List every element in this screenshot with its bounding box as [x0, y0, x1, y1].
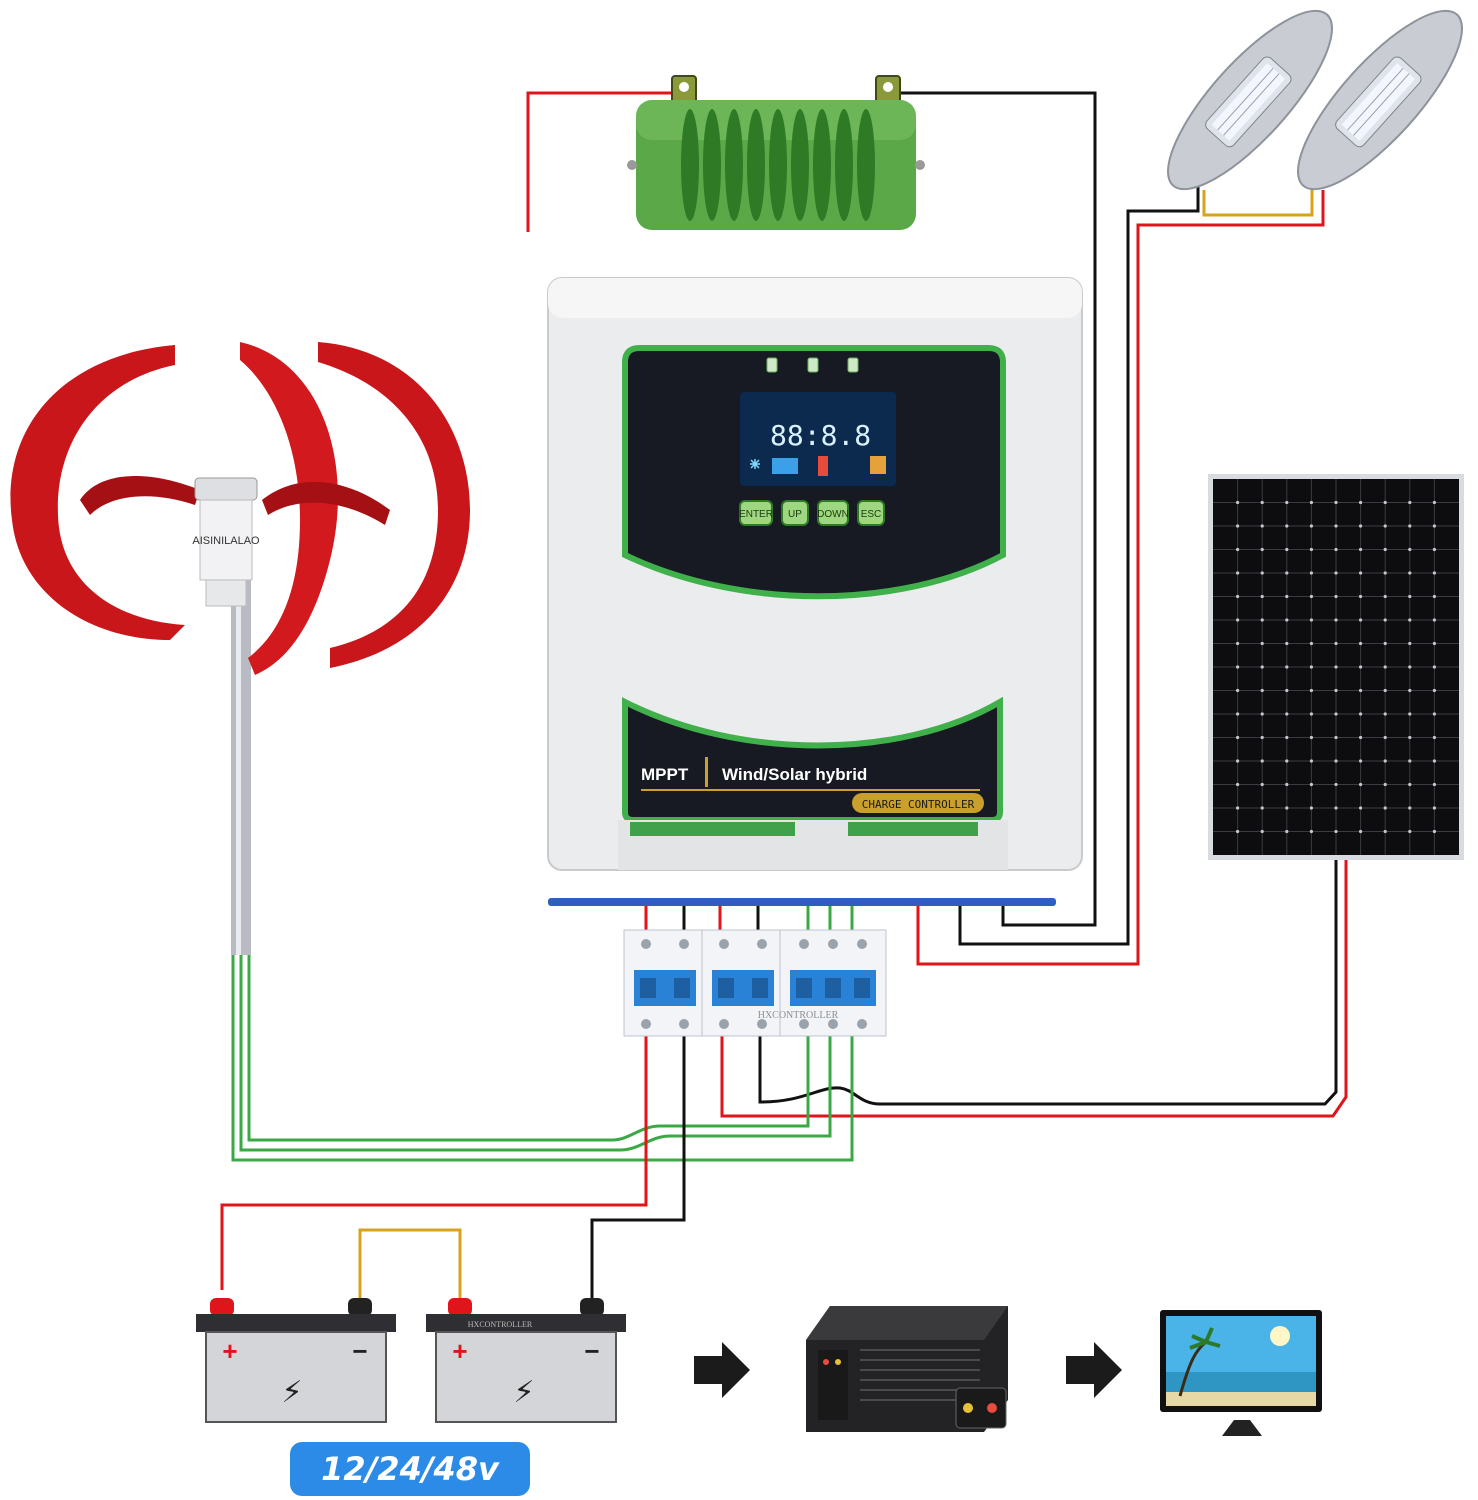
lamp-red-wire — [916, 190, 1325, 966]
up-button[interactable] — [781, 500, 809, 526]
resistor-red-wire — [526, 91, 680, 232]
down-button-label: DOWN — [817, 509, 849, 520]
esc-button[interactable] — [857, 500, 885, 526]
circuit-breakers: HXCONTROLLER — [623, 929, 887, 1037]
breaker-top-wires — [644, 906, 760, 930]
enter-button[interactable] — [739, 500, 773, 526]
esc-button-label: ESC — [861, 509, 882, 520]
wiring — [220, 91, 1348, 1300]
solar-panel-icon — [1208, 474, 1464, 860]
brand-hybrid: Wind/Solar hybrid — [722, 765, 867, 784]
down-button[interactable] — [817, 500, 849, 526]
solar-red-wire — [720, 860, 1348, 1118]
lamp-black-wire — [958, 180, 1200, 946]
enter-button-label: ENTER — [739, 509, 773, 520]
television-icon — [1160, 1310, 1322, 1436]
turbine-phase-1 — [231, 955, 854, 1162]
battery-1-bolt: ⚡ — [281, 1375, 302, 1410]
battery-2-label: HXCONTROLLER — [468, 1320, 533, 1329]
charge-controller: 88:8.8 ENTER UP DOWN ESC MPPT Wind/Solar… — [547, 277, 1083, 906]
lcd-digits: 88:8.8 — [770, 419, 871, 452]
street-lamp-icon — [1167, 9, 1463, 191]
battery-red-wire — [220, 1036, 648, 1290]
battery-2-bolt: ⚡ — [513, 1375, 534, 1410]
lamp-yellow-link — [1202, 190, 1314, 217]
battery-bank: + − ⚡ HXCONTROLLER + − ⚡ — [196, 1298, 626, 1423]
solar-black-wire — [758, 860, 1338, 1106]
turbine-brand-label: AISINILALAO — [192, 535, 260, 547]
resistor-black-wire — [888, 91, 1097, 927]
battery-2-minus: − — [584, 1336, 599, 1366]
brand-mppt: MPPT — [641, 765, 689, 784]
inverter-icon — [806, 1306, 1008, 1432]
battery-black-wire — [590, 1036, 686, 1300]
battery-2-plus: + — [452, 1336, 467, 1366]
brand-subtitle: CHARGE CONTROLLER — [862, 798, 975, 811]
wind-turbine-icon: AISINILALAO — [10, 342, 470, 955]
battery-1-minus: − — [352, 1336, 367, 1366]
breaker-watermark: HXCONTROLLER — [758, 1010, 839, 1021]
right-arrow-icon — [1066, 1342, 1122, 1398]
battery-1-plus: + — [222, 1336, 237, 1366]
dump-load-resistor-icon — [627, 75, 925, 230]
battery-series-link — [358, 1228, 462, 1300]
battery-2: HXCONTROLLER + − ⚡ — [426, 1298, 626, 1423]
battery-1: + − ⚡ — [196, 1298, 396, 1423]
voltage-badge: 12/24/48v — [290, 1442, 530, 1496]
turbine-phase-3 — [247, 955, 810, 1142]
controller-buttons: ENTER UP DOWN ESC — [739, 500, 885, 526]
right-arrow-icon — [694, 1342, 750, 1398]
up-button-label: UP — [788, 509, 802, 520]
